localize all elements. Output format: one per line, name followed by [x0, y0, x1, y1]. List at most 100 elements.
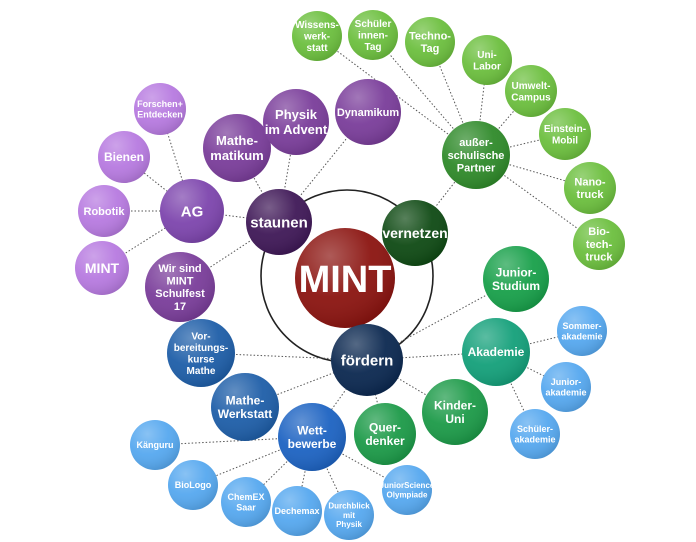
label-line: schulische	[448, 150, 505, 162]
label-line: matikum	[210, 148, 263, 163]
node-gloss-umweltcampus	[505, 65, 557, 117]
label-line: Wir sind	[158, 263, 201, 275]
node-label-robotik: Robotik	[84, 206, 126, 218]
link-akademie-juniorakademie	[495, 351, 567, 388]
hub-gloss-vernetzen	[382, 200, 448, 266]
label-line: Mathe-	[216, 133, 258, 148]
node-label-forschen: Forschen+Entdecken	[137, 99, 183, 119]
hub-vernetzen: vernetzen	[382, 200, 448, 266]
label-line: fördern	[341, 352, 394, 369]
node-gloss-mint-small	[75, 241, 129, 295]
node-label-mint-small: MINT	[85, 260, 120, 276]
label-line: Durchblick	[328, 502, 370, 511]
node-schuelerakademie: Schüler-akademie	[510, 409, 560, 459]
node-label-biologo: BioLogo	[175, 480, 212, 490]
hub-gloss-foerdern	[331, 324, 403, 396]
node-label-mathewerkstatt: Mathe-Werkstatt	[218, 393, 272, 421]
label-line: Campus	[511, 92, 551, 103]
hub-foerdern: fördern	[331, 324, 403, 396]
label-line: Olympiade	[387, 490, 428, 499]
node-gloss-forschen	[134, 83, 186, 135]
label-line: Nano-	[574, 177, 606, 189]
node-gloss-einsteinmobil	[539, 108, 591, 160]
label-line: kurse	[188, 354, 215, 365]
node-juniorakademie: Junior-akademie	[541, 362, 591, 412]
label-line: Techno-	[409, 31, 451, 43]
node-mathematikum: Mathe-matikum	[203, 114, 271, 182]
node-dechemax: Dechemax	[272, 486, 322, 536]
node-robotik: Robotik	[78, 185, 130, 237]
label-line: denker	[365, 434, 405, 448]
node-wissenswerkstatt: Wissens-werk-statt	[292, 11, 342, 61]
label-line: Junior-	[496, 265, 537, 279]
node-label-dynamikum: Dynamikum	[337, 107, 400, 119]
node-gloss-kinderuni	[422, 379, 488, 445]
node-label-mathematikum: Mathe-matikum	[210, 133, 263, 163]
label-line: Uni	[445, 412, 464, 426]
label-line: Wett-	[297, 423, 327, 437]
label-line: AG	[181, 203, 204, 220]
label-line: Schüler	[355, 19, 392, 30]
node-gloss-ag	[160, 179, 224, 243]
node-gloss-biotechtruck	[573, 218, 625, 270]
node-label-nanotruck: Nano-truck	[574, 177, 606, 202]
node-label-bienen: Bienen	[104, 150, 144, 164]
node-sommerakademie: Sommer-akademie	[557, 306, 607, 356]
label-line: Schüler-	[517, 424, 553, 434]
node-gloss-sommerakademie	[557, 306, 607, 356]
label-line: Vor-	[191, 331, 210, 342]
node-gloss-durchblick	[324, 490, 374, 540]
node-querdenker: Quer-denker	[354, 403, 416, 465]
node-gloss-mathewerkstatt	[211, 373, 279, 441]
node-label-biotechtruck: Bio-tech-truck	[586, 226, 614, 263]
node-label-unilabor: Uni-Labor	[473, 50, 501, 73]
node-nanotruck: Nano-truck	[564, 162, 616, 214]
node-gloss-schuelerinnentag	[348, 10, 398, 60]
label-line: Labor	[473, 61, 501, 72]
label-line: Umwelt-	[512, 81, 551, 92]
label-line: Physik	[275, 107, 318, 122]
node-label-kaenguru: Känguru	[137, 440, 174, 450]
node-gloss-nanotruck	[564, 162, 616, 214]
label-line: Känguru	[137, 440, 174, 450]
label-line: Partner	[457, 163, 496, 175]
node-einsteinmobil: Einstein-Mobil	[539, 108, 591, 160]
node-label-ag: AG	[181, 203, 204, 220]
label-line: 17	[174, 301, 186, 313]
label-line: Dynamikum	[337, 107, 400, 119]
label-line: bewerbe	[288, 437, 337, 451]
node-gloss-chemex	[221, 477, 271, 527]
label-line: tech-	[586, 239, 613, 251]
node-kaenguru: Känguru	[130, 420, 180, 470]
node-label-schuelerakademie: Schüler-akademie	[514, 424, 555, 444]
node-label-einsteinmobil: Einstein-Mobil	[544, 124, 586, 147]
label-line: Einstein-	[544, 124, 586, 135]
label-line: Mathe-	[226, 393, 265, 407]
label-line: Junior-	[551, 377, 582, 387]
node-label-wissenswerkstatt: Wissens-werk-statt	[295, 20, 339, 54]
label-line: BioLogo	[175, 480, 212, 490]
node-label-umweltcampus: Umwelt-Campus	[511, 81, 551, 104]
label-line: Kinder-	[434, 398, 476, 412]
hub-label-staunen: staunen	[250, 214, 308, 231]
node-gloss-juniorstudium	[483, 246, 549, 312]
node-gloss-robotik	[78, 185, 130, 237]
node-akademie: Akademie	[462, 318, 530, 386]
label-line: Akademie	[468, 345, 525, 359]
node-mint-small: MINT	[75, 241, 129, 295]
label-line: Entdecken	[137, 109, 183, 119]
